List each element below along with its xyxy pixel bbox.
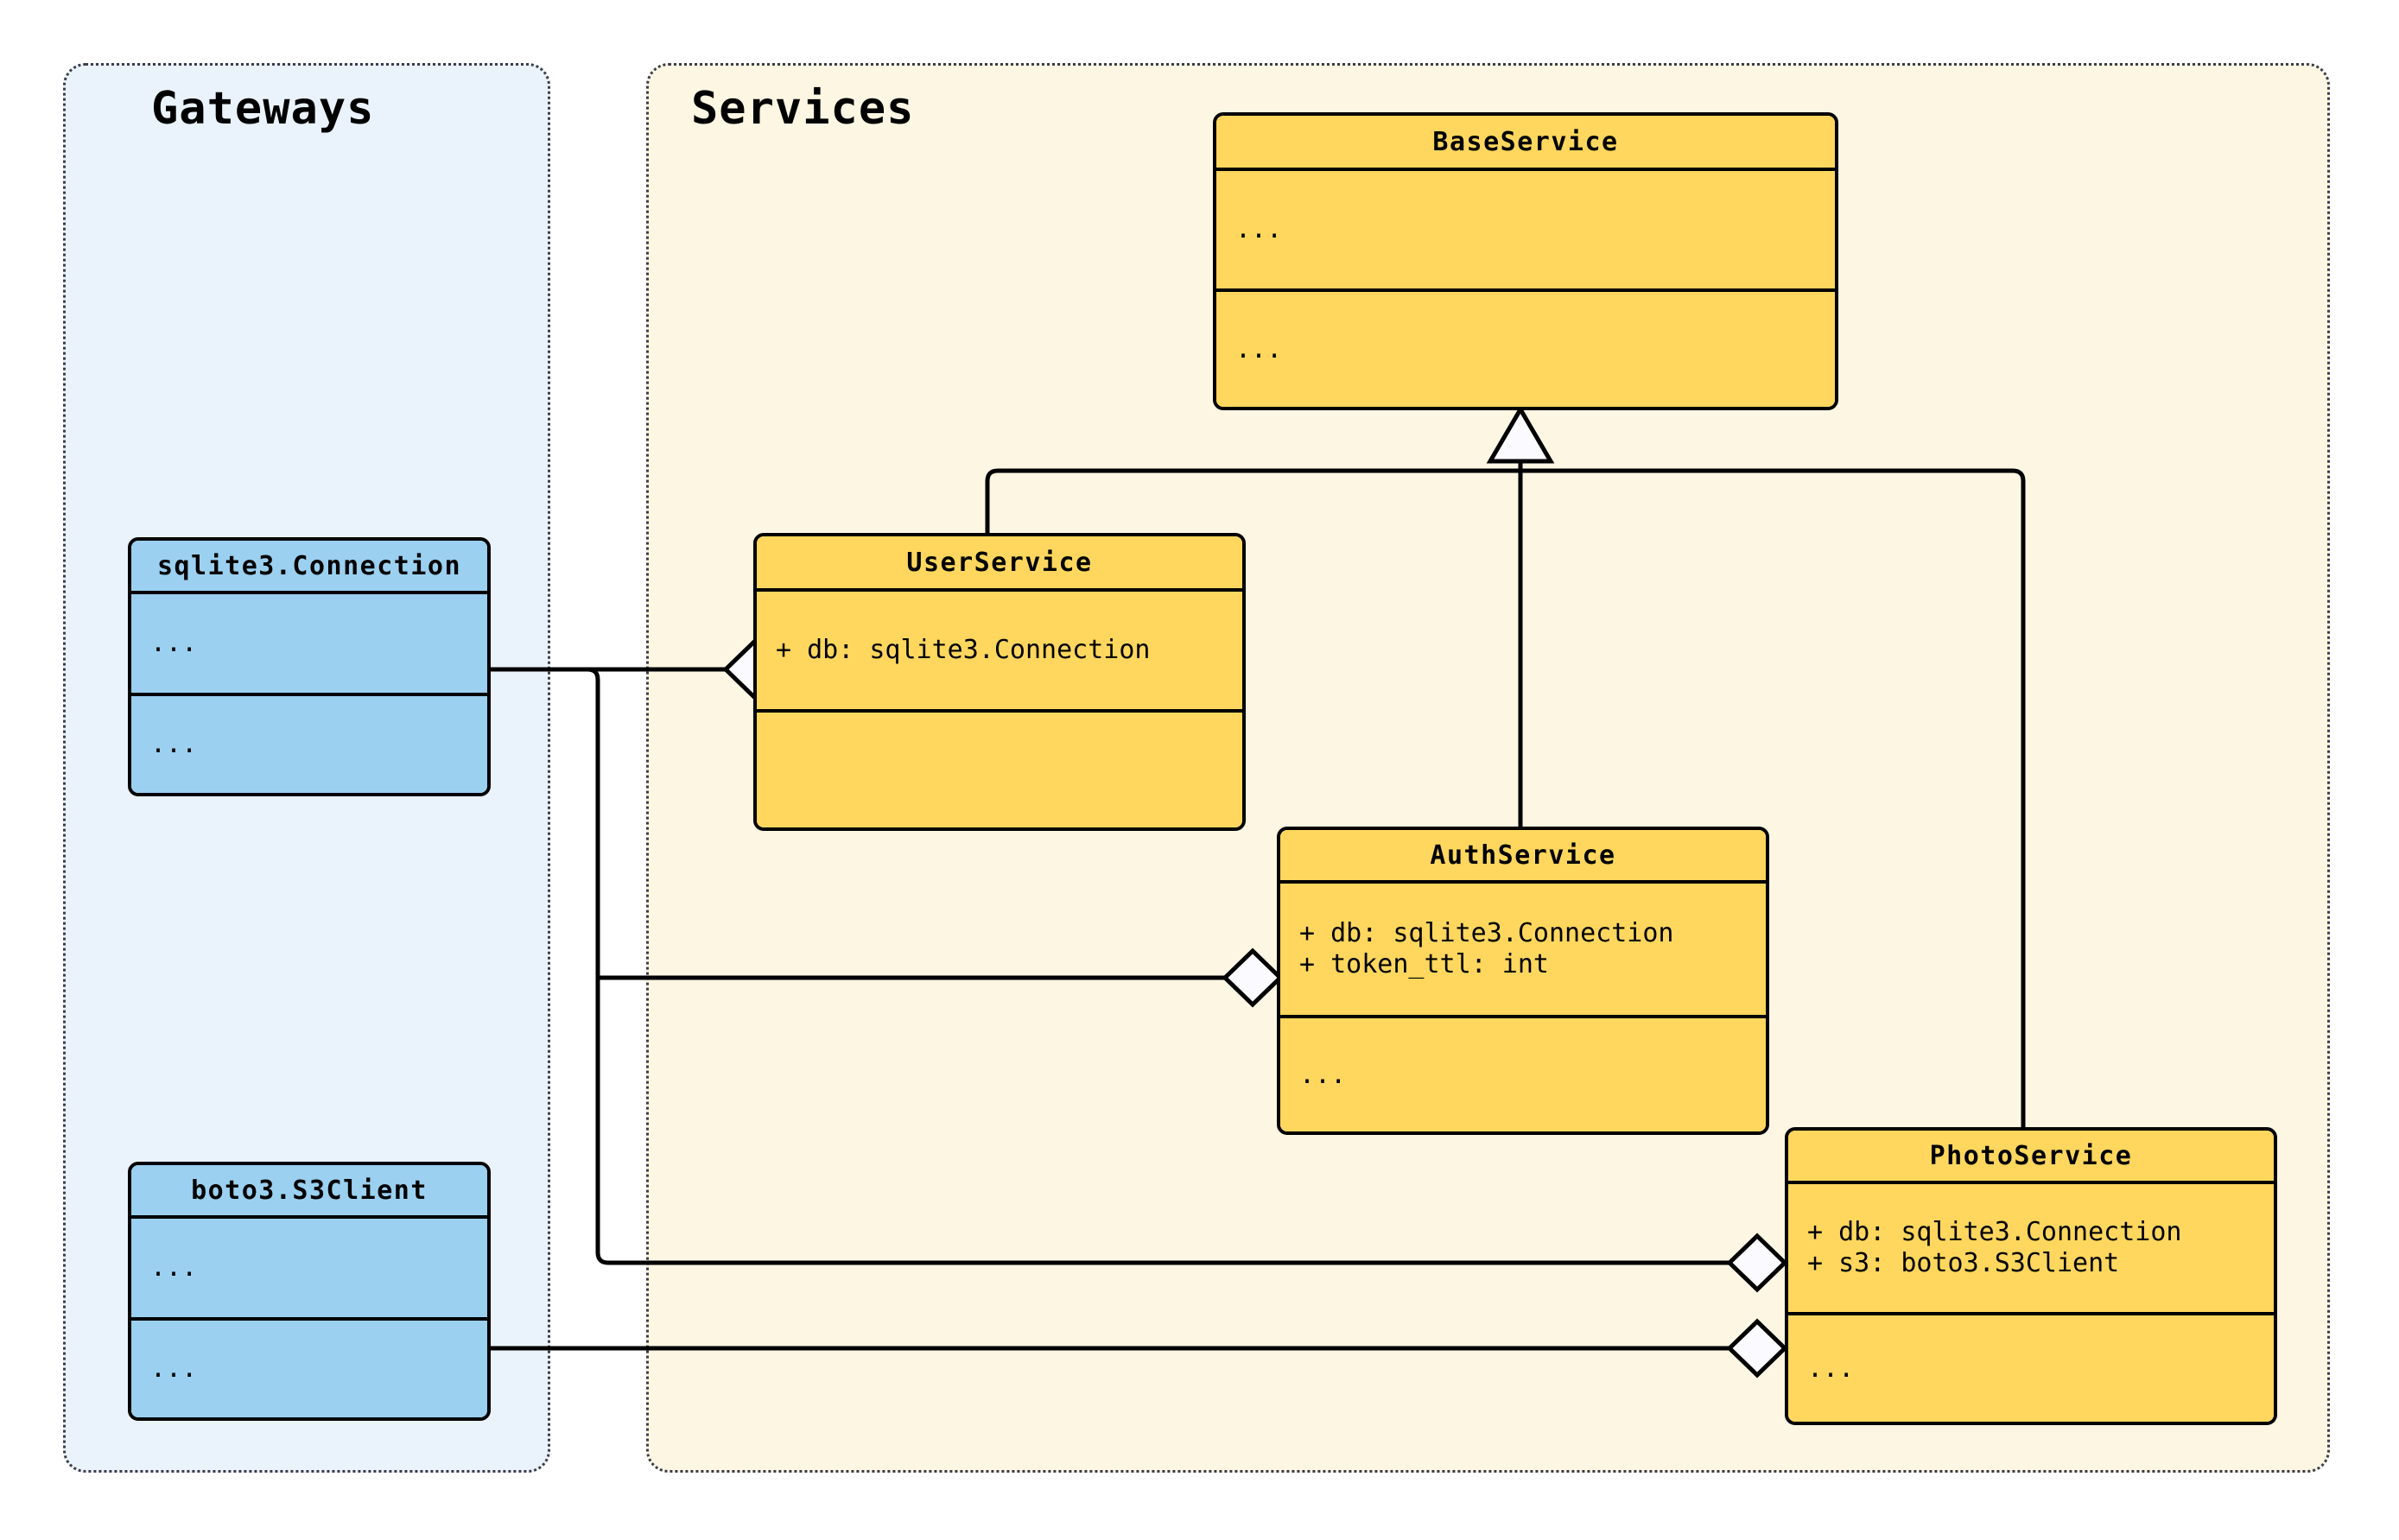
attribute-row: + s3: boto3.S3Client bbox=[1807, 1248, 2120, 1278]
class-auth-service-methods: ... bbox=[1280, 1018, 1766, 1131]
generalization-arrowhead-icon bbox=[1486, 405, 1555, 464]
class-sqlite3-connection-methods: ... bbox=[131, 696, 487, 793]
package-services-title: Services bbox=[691, 83, 915, 135]
aggregation-sqlite-trunk bbox=[587, 667, 1729, 1265]
method-row: ... bbox=[1299, 1059, 1347, 1090]
class-sqlite3-connection[interactable]: sqlite3.Connection ... ... bbox=[128, 537, 491, 796]
class-boto3-s3client-title: boto3.S3Client bbox=[131, 1165, 487, 1219]
class-auth-service-title: AuthService bbox=[1280, 830, 1766, 884]
aggregation-diamond-photo-db-icon bbox=[1726, 1233, 1788, 1293]
aggregation-diamond-photo-s3-icon bbox=[1726, 1318, 1788, 1378]
class-base-service-title: BaseService bbox=[1216, 116, 1835, 171]
class-photo-service[interactable]: PhotoService + db: sqlite3.Connection + … bbox=[1785, 1127, 2277, 1425]
attribute-row: + db: sqlite3.Connection bbox=[776, 635, 1151, 665]
attribute-row: + db: sqlite3.Connection bbox=[1807, 1217, 2182, 1247]
attribute-row: + token_ttl: int bbox=[1299, 949, 1549, 979]
class-base-service[interactable]: BaseService ... ... bbox=[1213, 112, 1838, 410]
attribute-row: ... bbox=[150, 628, 198, 658]
method-row: ... bbox=[150, 729, 198, 759]
generalization-bus bbox=[985, 468, 2026, 1127]
class-sqlite3-connection-attributes: ... bbox=[131, 594, 487, 696]
class-photo-service-attributes: + db: sqlite3.Connection + s3: boto3.S3C… bbox=[1788, 1184, 2274, 1315]
package-gateways-title: Gateways bbox=[151, 83, 375, 135]
aggregation-diamond-auth-icon bbox=[1222, 947, 1284, 1008]
class-base-service-attributes: ... bbox=[1216, 171, 1835, 292]
class-user-service-attributes: + db: sqlite3.Connection bbox=[757, 592, 1242, 713]
class-boto3-s3client[interactable]: boto3.S3Client ... ... bbox=[128, 1162, 491, 1421]
class-sqlite3-connection-title: sqlite3.Connection bbox=[131, 541, 487, 594]
attribute-row: ... bbox=[150, 1252, 198, 1283]
class-user-service-title: UserService bbox=[757, 536, 1242, 592]
attribute-row: + db: sqlite3.Connection bbox=[1299, 918, 1674, 948]
class-photo-service-methods: ... bbox=[1788, 1315, 2274, 1422]
class-auth-service-attributes: + db: sqlite3.Connection + token_ttl: in… bbox=[1280, 884, 1766, 1018]
method-row: ... bbox=[1235, 333, 1283, 364]
class-boto3-s3client-methods: ... bbox=[131, 1321, 487, 1417]
class-base-service-methods: ... bbox=[1216, 292, 1835, 407]
method-row: ... bbox=[150, 1353, 198, 1384]
method-row: ... bbox=[1807, 1353, 1855, 1384]
class-user-service-methods bbox=[757, 713, 1242, 827]
class-photo-service-title: PhotoService bbox=[1788, 1131, 2274, 1184]
class-boto3-s3client-attributes: ... bbox=[131, 1219, 487, 1321]
class-auth-service[interactable]: AuthService + db: sqlite3.Connection + t… bbox=[1277, 827, 1769, 1135]
class-user-service[interactable]: UserService + db: sqlite3.Connection bbox=[753, 533, 1246, 831]
attribute-row: ... bbox=[1235, 214, 1283, 244]
